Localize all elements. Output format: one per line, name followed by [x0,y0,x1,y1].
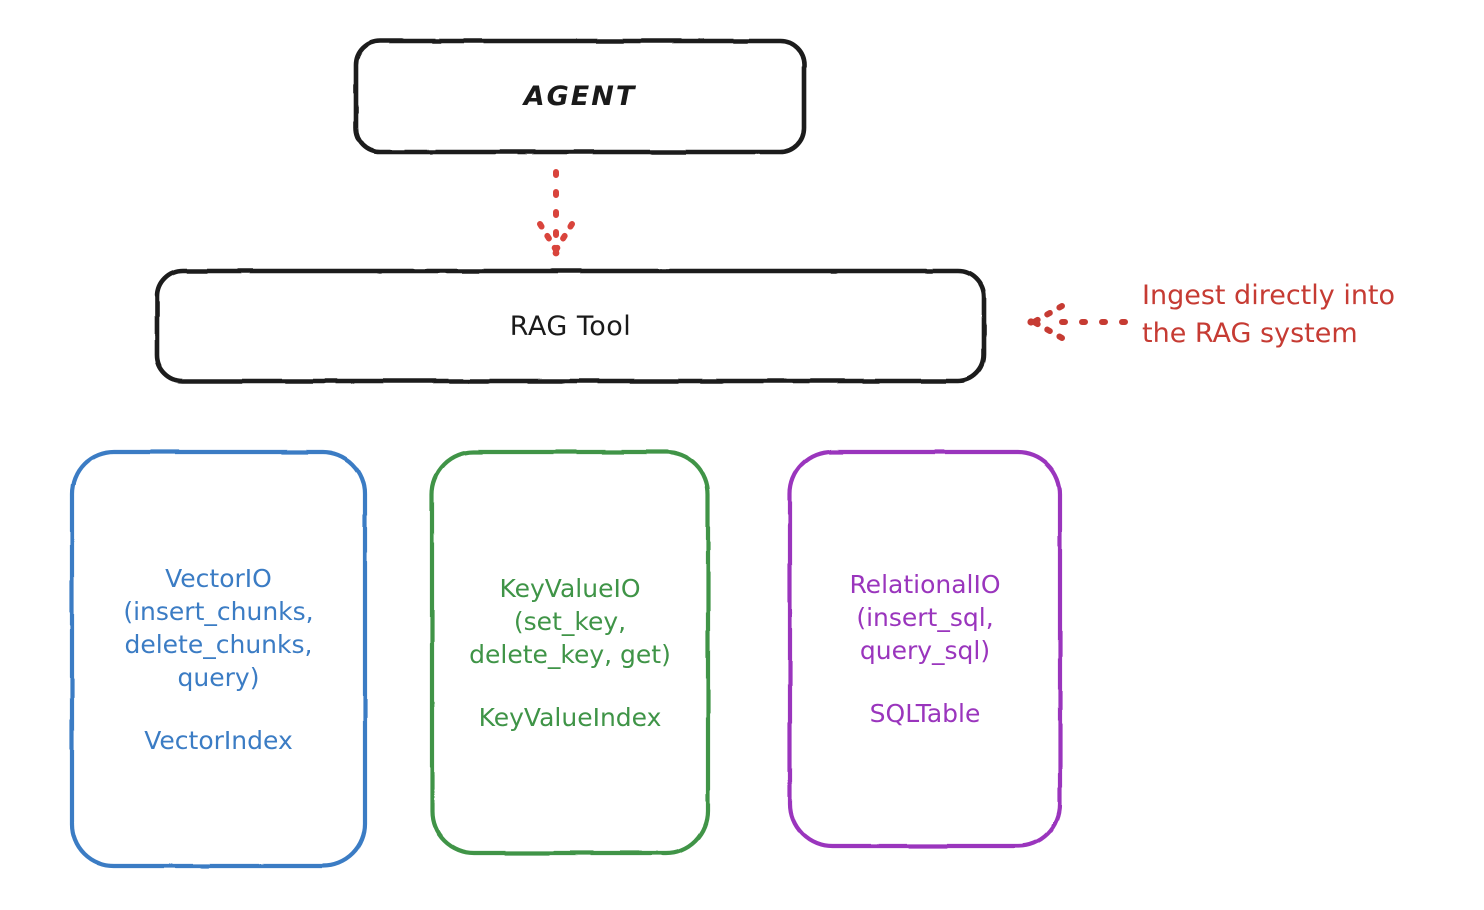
rag-tool-box-outline [154,268,987,384]
vector-io-label: VectorIO (insert_chunks, delete_chunks, … [123,563,314,692]
node-key-value-io[interactable]: KeyValueIO (set_key, delete_key, get) Ke… [430,450,710,855]
key-value-io-box-outline [429,449,711,856]
connector-agent-to-rag [537,169,575,257]
vector-io-box-outline [69,449,368,869]
ingest-annotation-text: Ingest directly into the RAG system [1142,280,1396,350]
node-relational-io[interactable]: RelationalIO (insert_sql, query_sql) SQL… [788,450,1062,848]
node-agent[interactable]: AGENT [355,40,805,153]
connector-ingest-to-rag [1027,303,1128,341]
agent-label: AGENT [523,81,637,112]
sql-table-label: SQLTable [869,699,981,728]
key-value-io-label: KeyValueIO (set_key, delete_key, get) [469,573,671,669]
key-value-index-label: KeyValueIndex [478,702,662,732]
rag-tool-label: RAG Tool [509,310,632,342]
relational-io-box-outline [787,449,1063,849]
node-vector-io[interactable]: VectorIO (insert_chunks, delete_chunks, … [70,450,367,868]
relational-io-label: RelationalIO (insert_sql, query_sql) [849,570,1001,665]
agent-box-outline [353,38,807,155]
vector-index-label: VectorIndex [144,725,293,755]
node-rag-tool[interactable]: RAG Tool [156,270,985,382]
